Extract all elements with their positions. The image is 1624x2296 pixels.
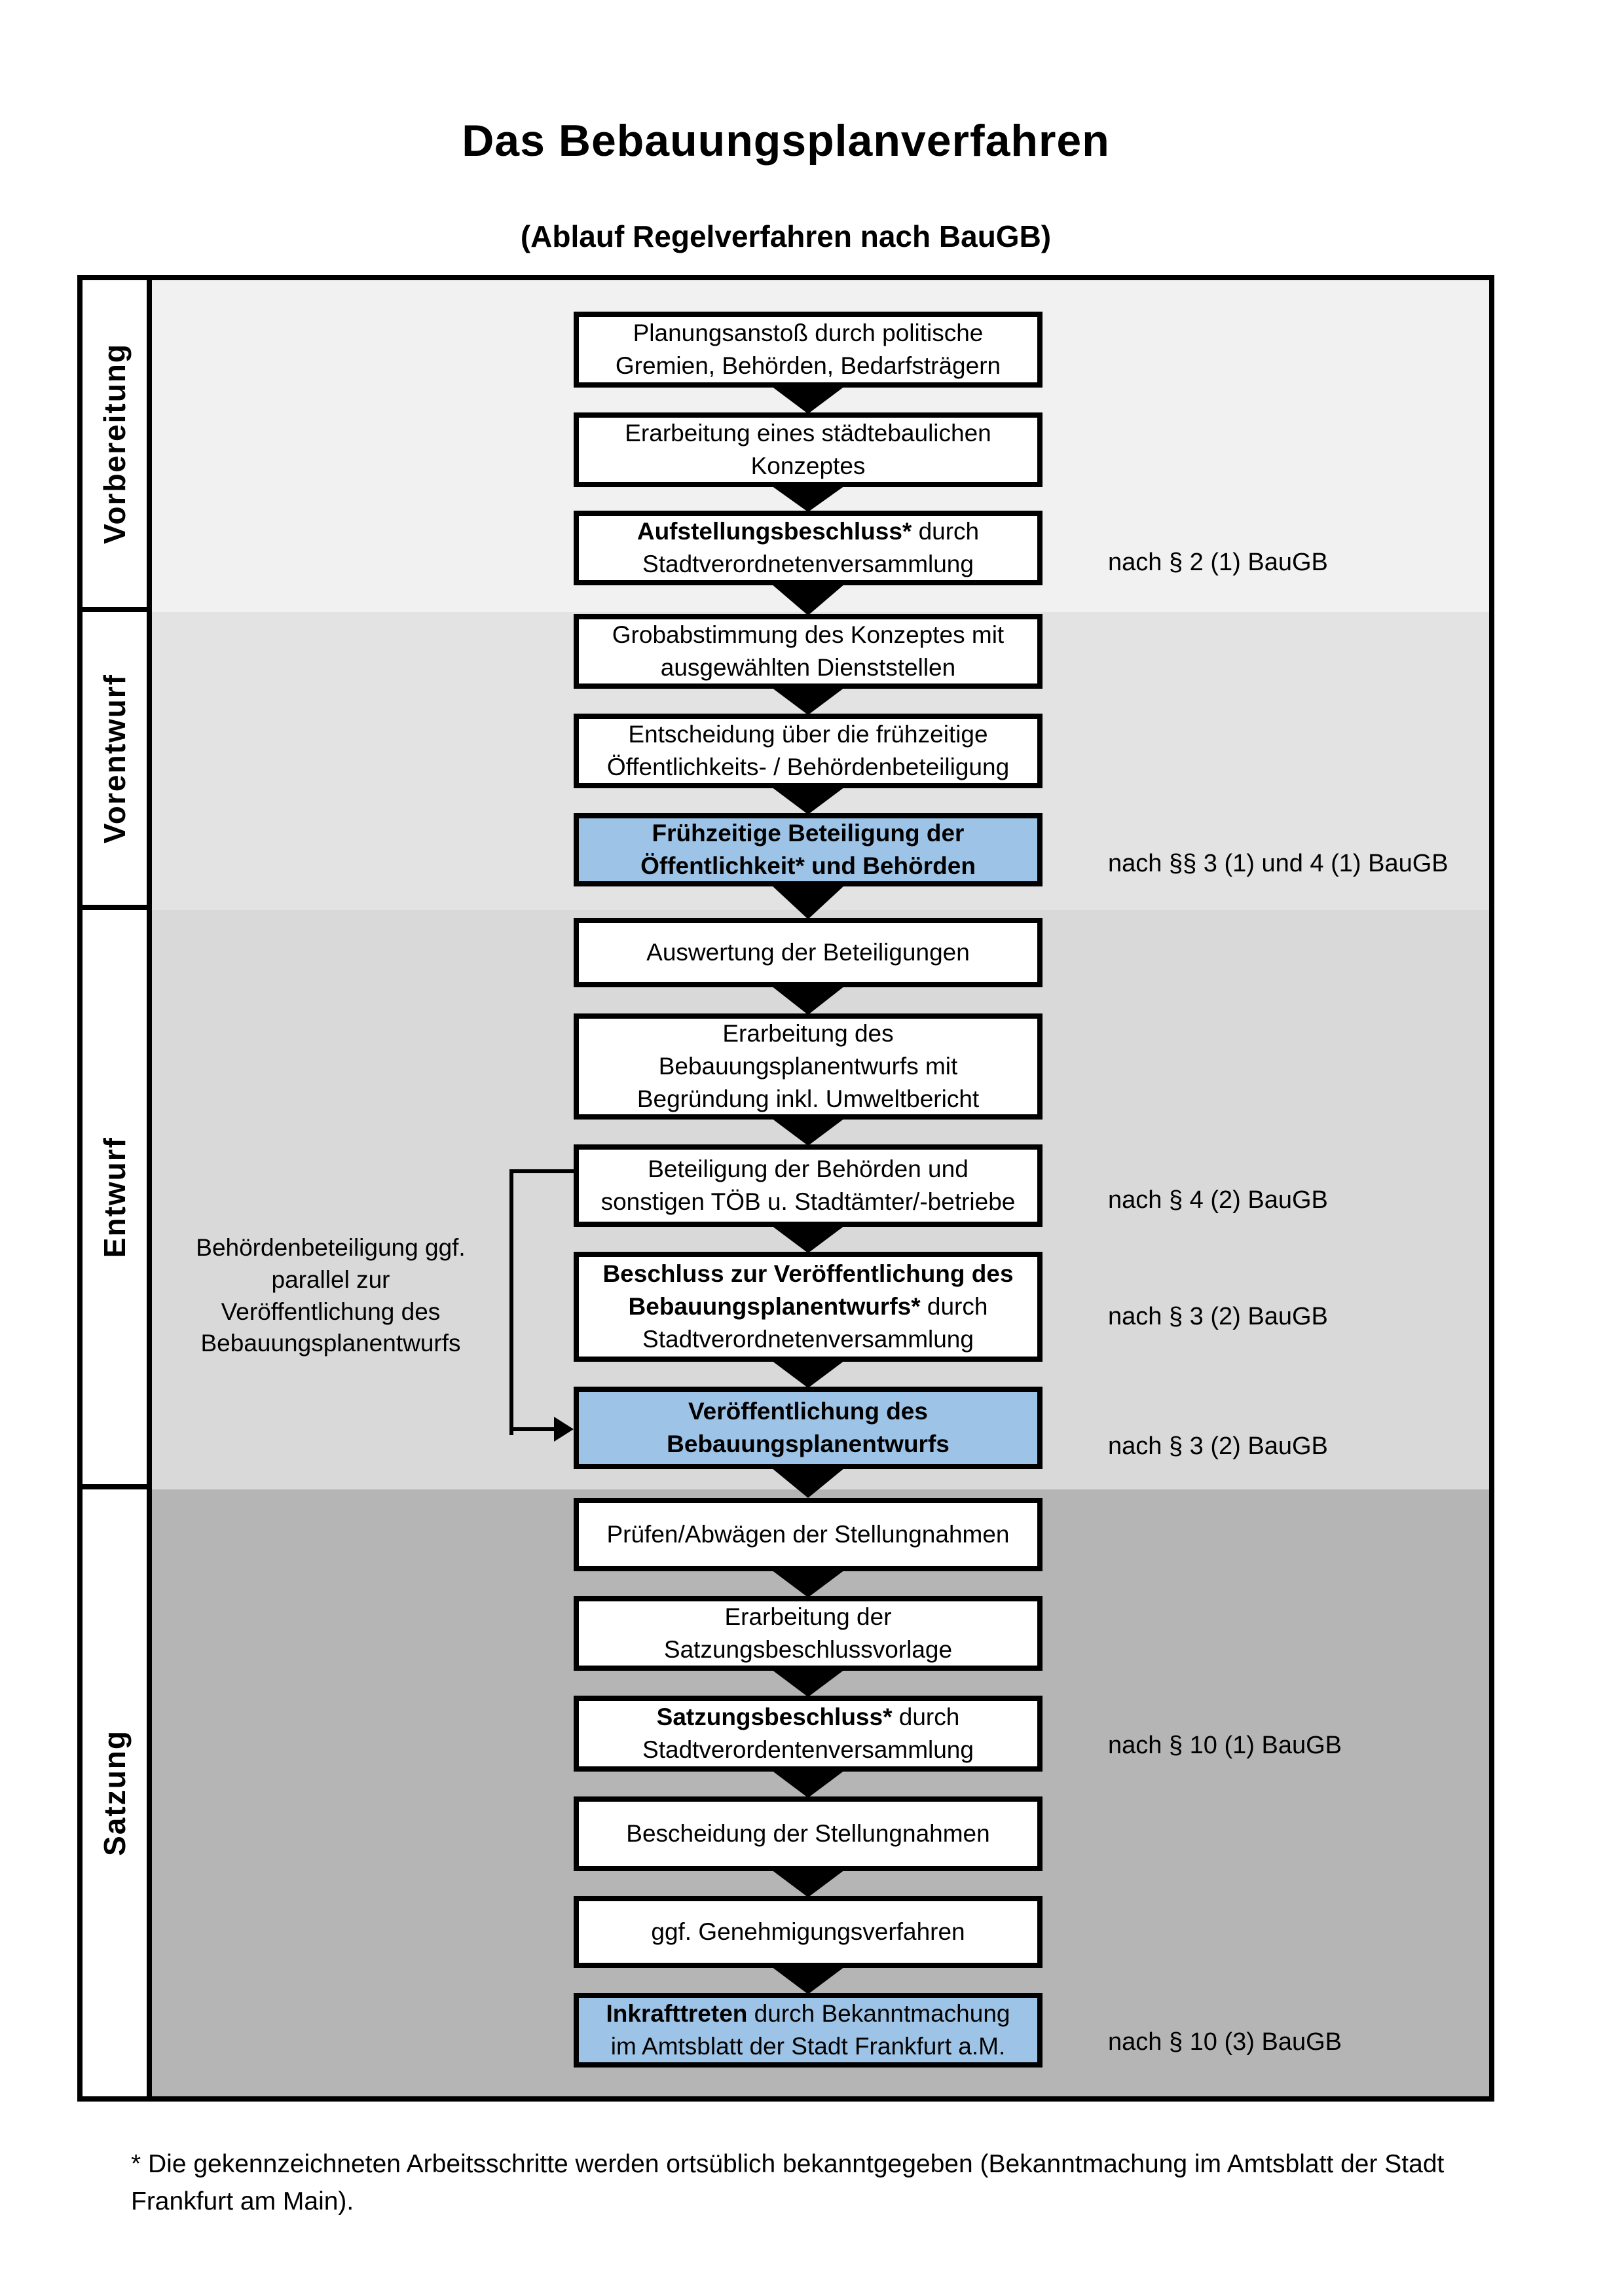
footnote: * Die gekennzeichneten Arbeitsschritte w… — [131, 2150, 1445, 2215]
flow-step-satzungsvorlage: Erarbeitung der Satzungsbeschlussvorlage — [574, 1596, 1043, 1671]
legal-reference: nach § 4 (2) BauGB — [1108, 1186, 1328, 1214]
legal-reference: nach § 2 (1) BauGB — [1108, 549, 1328, 576]
flow-step-text: Erarbeitung eines städtebaulichen Konzep… — [625, 420, 991, 479]
flow-step-veroeffentlichung: Veröffentlichung des Bebauungsplanentwur… — [574, 1387, 1043, 1469]
flow-step-text: Inkrafttreten durch Bekanntmachung im Am… — [606, 2000, 1010, 2060]
flow-step-text: Beschluss zur Veröffentlichung des Bebau… — [602, 1260, 1014, 1353]
flow-arrow-icon — [771, 1870, 845, 1897]
flow-step-text: Planungsanstoß durch politische Gremien,… — [615, 319, 1001, 379]
legal-reference: nach § 3 (2) BauGB — [1108, 1432, 1328, 1460]
legal-reference: nach § 10 (1) BauGB — [1108, 1732, 1342, 1759]
flow-step-satzungsbeschluss: Satzungsbeschluss* durch Stadtverordente… — [574, 1696, 1043, 1772]
flow-step-text: ggf. Genehmigungsverfahren — [651, 1918, 965, 1946]
flow-arrow-icon — [771, 1360, 845, 1388]
phase-cell-entwurf: Entwurf — [83, 910, 152, 1489]
flow-step-fruehzeitige-beteiligung: Frühzeitige Beteiligung der Öffentlichke… — [574, 813, 1043, 886]
flow-step-text: Erarbeitung der Satzungsbeschlussvorlage — [663, 1603, 953, 1663]
flow-step-inkrafttreten: Inkrafttreten durch Bekanntmachung im Am… — [574, 1993, 1043, 2068]
flow-step-text: Beteiligung der Behörden und sonstigen T… — [600, 1156, 1016, 1215]
flow-arrow-icon — [771, 386, 845, 414]
phase-label-satzung: Satzung — [98, 1730, 132, 1856]
flow-arrow-icon — [771, 1967, 845, 1994]
page-subtitle: (Ablauf Regelverfahren nach BauGB) — [520, 219, 1052, 253]
flow-step-text: Erarbeitung des Bebauungsplanentwurfs mi… — [637, 1020, 980, 1112]
flow-step-bescheidung: Bescheidung der Stellungnahmen — [574, 1796, 1043, 1871]
flow-arrow-icon — [771, 787, 845, 814]
flow-arrow-icon — [771, 584, 845, 615]
phase-label-vorentwurf: Vorentwurf — [98, 673, 132, 844]
phase-cell-satzung: Satzung — [83, 1489, 152, 2096]
flow-arrow-icon — [771, 1570, 845, 1597]
legal-reference: nach § 10 (3) BauGB — [1108, 2028, 1342, 2056]
phase-cell-vorentwurf: Vorentwurf — [83, 612, 152, 910]
bracket-line — [509, 1427, 555, 1431]
side-annotation: Behördenbeteiligung ggf. parallel zur Ve… — [196, 1234, 466, 1357]
legal-reference: nach § 3 (2) BauGB — [1108, 1303, 1328, 1330]
flow-step-text: Frühzeitige Beteiligung der Öffentlichke… — [640, 820, 976, 879]
flow-arrow-icon — [771, 486, 845, 512]
bracket-arrowhead-icon — [554, 1417, 574, 1442]
flow-step-text: Veröffentlichung des Bebauungsplanentwur… — [667, 1398, 950, 1457]
phase-label-vorbereitung: Vorbereitung — [98, 343, 132, 544]
flow-step-entscheidung-beteiligung: Entscheidung über die frühzeitige Öffent… — [574, 714, 1043, 788]
flow-step-planungsanstoss: Planungsanstoß durch politische Gremien,… — [574, 312, 1043, 388]
flow-arrow-icon — [771, 986, 845, 1015]
bracket-line — [509, 1169, 513, 1435]
flow-step-text: Satzungsbeschluss* durch Stadtverordente… — [642, 1704, 974, 1763]
flow-arrow-icon — [771, 1118, 845, 1146]
flow-step-veroeffentlichungsbeschluss: Beschluss zur Veröffentlichung des Bebau… — [574, 1252, 1043, 1362]
legal-reference: nach §§ 3 (1) und 4 (1) BauGB — [1108, 850, 1449, 877]
flow-step-text: Aufstellungsbeschluss* durch Stadtverord… — [637, 518, 980, 577]
flow-step-aufstellungsbeschluss: Aufstellungsbeschluss* durch Stadtverord… — [574, 511, 1043, 585]
flow-arrow-icon — [771, 1468, 845, 1498]
flow-arrow-icon — [771, 1770, 845, 1798]
flow-step-pruefen-abwaegen: Prüfen/Abwägen der Stellungnahmen — [574, 1498, 1043, 1571]
flow-step-behoerdenbeteiligung: Beteiligung der Behörden und sonstigen T… — [574, 1144, 1043, 1227]
flow-step-konzept-erarbeitung: Erarbeitung eines städtebaulichen Konzep… — [574, 412, 1043, 487]
flow-step-auswertung: Auswertung der Beteiligungen — [574, 918, 1043, 987]
page-title: Das Bebauungsplanverfahren — [462, 116, 1110, 166]
bracket-line — [509, 1169, 574, 1173]
flow-arrow-icon — [771, 885, 845, 919]
flow-step-entwurf-erarbeitung: Erarbeitung des Bebauungsplanentwurfs mi… — [574, 1013, 1043, 1120]
flow-step-grobabstimmung: Grobabstimmung des Konzeptes mit ausgewä… — [574, 614, 1043, 689]
phase-label-entwurf: Entwurf — [98, 1136, 132, 1258]
flow-step-text: Entscheidung über die frühzeitige Öffent… — [606, 721, 1010, 780]
flow-step-text: Auswertung der Beteiligungen — [646, 939, 970, 966]
flow-step-text: Grobabstimmung des Konzeptes mit ausgewä… — [612, 621, 1005, 681]
phase-sidebar: Vorbereitung Vorentwurf Entwurf Satzung — [83, 280, 152, 2096]
flow-step-text: Prüfen/Abwägen der Stellungnahmen — [606, 1521, 1010, 1548]
flow-step-genehmigungsverfahren: ggf. Genehmigungsverfahren — [574, 1896, 1043, 1968]
flow-arrow-icon — [771, 687, 845, 715]
flow-arrow-icon — [771, 1669, 845, 1697]
flow-arrow-icon — [771, 1226, 845, 1253]
flow-step-text: Bescheidung der Stellungnahmen — [626, 1820, 990, 1848]
phase-cell-vorbereitung: Vorbereitung — [83, 280, 152, 612]
